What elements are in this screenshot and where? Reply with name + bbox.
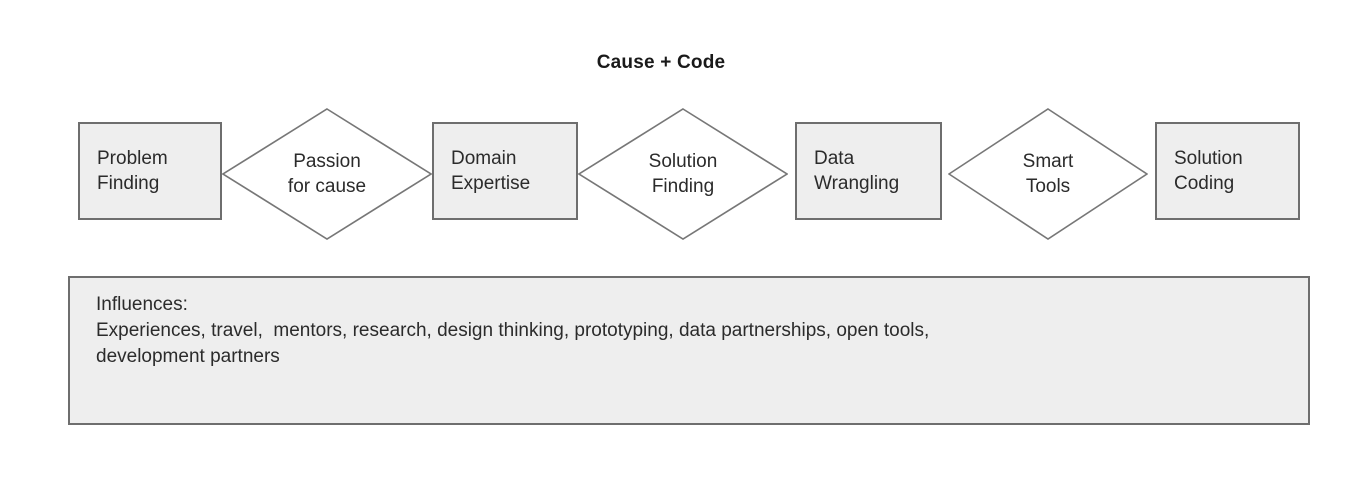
decision-diamond-label: Passion for cause xyxy=(287,151,367,197)
diamond-shape xyxy=(948,108,1148,240)
process-box-domain-expertise[interactable]: Domain Expertise xyxy=(432,122,578,220)
influences-panel: Influences: Experiences, travel, mentors… xyxy=(68,276,1310,425)
influences-text: Influences: Experiences, travel, mentors… xyxy=(96,294,930,367)
process-flow-row: Problem Finding Passion for cause Domain… xyxy=(78,108,1300,240)
diamond-shape xyxy=(222,108,432,240)
page-title: Cause + Code xyxy=(0,52,1370,74)
process-box-data-wrangling[interactable]: Data Wrangling xyxy=(795,122,942,220)
process-box-label: Data Wrangling xyxy=(814,148,900,194)
process-box-label: Solution Coding xyxy=(1174,148,1243,194)
decision-diamond-label: Solution Finding xyxy=(648,151,718,197)
process-box-problem-finding[interactable]: Problem Finding xyxy=(78,122,222,220)
process-box-label: Domain Expertise xyxy=(451,148,531,194)
decision-diamond-passion-for-cause[interactable]: Passion for cause xyxy=(222,108,432,240)
process-box-solution-coding[interactable]: Solution Coding xyxy=(1155,122,1300,220)
decision-diamond-solution-finding[interactable]: Solution Finding xyxy=(578,108,788,240)
decision-diamond-smart-tools[interactable]: Smart Tools xyxy=(948,108,1148,240)
process-box-label: Problem Finding xyxy=(97,148,168,194)
decision-diamond-label: Smart Tools xyxy=(1022,151,1074,197)
page-title-text: Cause + Code xyxy=(596,52,726,73)
diamond-shape xyxy=(578,108,788,240)
